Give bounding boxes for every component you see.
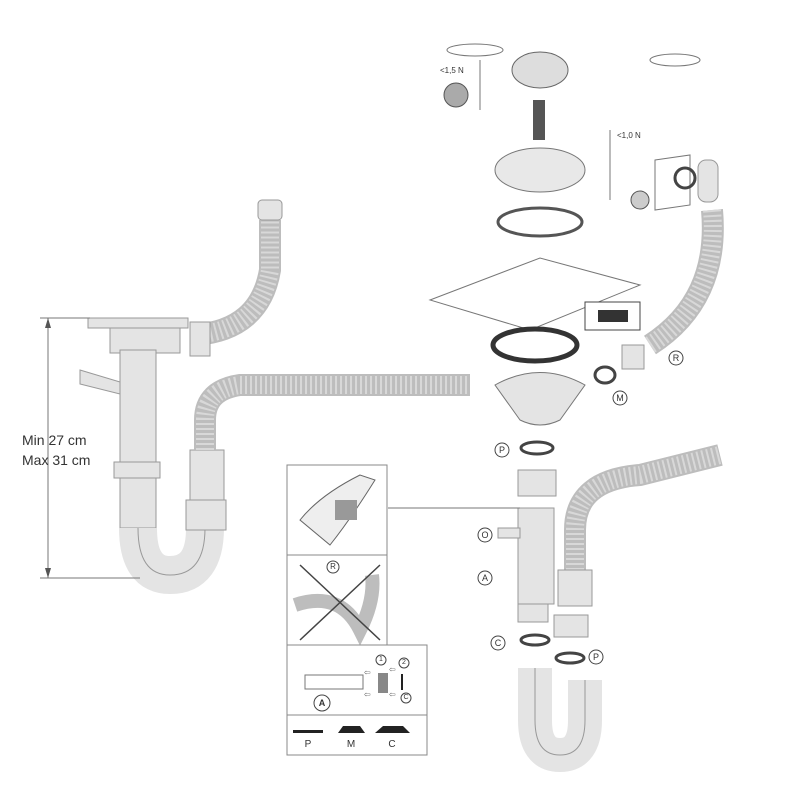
min-height: Min 27 cm xyxy=(22,432,87,448)
nut xyxy=(517,469,557,497)
svg-text:⇦: ⇦ xyxy=(364,668,371,677)
gasket-p-icon xyxy=(293,730,323,733)
no-kink-label xyxy=(326,560,340,574)
overflow-hose xyxy=(193,220,281,346)
strainer-flange xyxy=(87,317,189,329)
overflow-torque: <1,0 N xyxy=(617,131,641,140)
strainer-basket xyxy=(511,51,569,89)
max-height: Max 31 cm xyxy=(22,452,91,468)
label-circle-r xyxy=(668,350,684,366)
exploded-view xyxy=(388,43,724,773)
label-circle-o xyxy=(477,527,493,543)
svg-text:⇦: ⇦ xyxy=(389,690,396,699)
drain-body xyxy=(494,372,586,426)
part-label-r: R xyxy=(672,353,680,363)
gasket-legend-panel xyxy=(286,714,428,756)
coin-icon xyxy=(443,82,469,108)
overflow-head xyxy=(697,159,719,203)
part-label-c: C xyxy=(494,638,502,648)
label-circle-c xyxy=(490,635,506,651)
callout-c: C xyxy=(403,694,409,701)
label-circle-m xyxy=(612,390,628,406)
svg-text:⇦: ⇦ xyxy=(389,665,396,674)
gasket-m-label: M xyxy=(346,739,356,750)
sink-sheet xyxy=(428,257,642,331)
gasket-c-icon xyxy=(375,726,410,733)
label-circle-p xyxy=(494,442,510,458)
part-label-p2: P xyxy=(592,652,599,662)
no-kink-r-label: R xyxy=(330,562,336,571)
callout-2: 2 xyxy=(402,659,406,666)
callout-a: A xyxy=(318,698,326,708)
label-circle-p2 xyxy=(588,649,604,665)
flexible-drain-hose xyxy=(194,374,470,450)
part-label-o: O xyxy=(481,530,489,540)
part-label-a: A xyxy=(481,573,488,583)
inset-panels: ⇦ ⇦ ⇦ ⇦ xyxy=(286,464,428,756)
flexible-hose xyxy=(564,444,723,570)
tailpiece-A xyxy=(517,507,555,605)
gasket-p-label: P xyxy=(304,739,312,750)
assembled-siphon xyxy=(79,199,470,595)
label-circle-a xyxy=(477,570,493,586)
strainer-torque: <1,5 N xyxy=(440,66,464,75)
part-label-p: P xyxy=(498,445,505,455)
svg-text:⇦: ⇦ xyxy=(364,690,371,699)
gasket-m-icon xyxy=(338,726,365,733)
part-label-m: M xyxy=(616,393,624,403)
height-dimension xyxy=(40,317,140,579)
screw xyxy=(533,100,545,140)
height-dimension-label: Min 27 cm Max 31 cm xyxy=(22,430,90,470)
callout-1: 1 xyxy=(379,656,383,663)
gasket-c-label: C xyxy=(388,739,396,750)
side-inlet xyxy=(79,369,121,395)
